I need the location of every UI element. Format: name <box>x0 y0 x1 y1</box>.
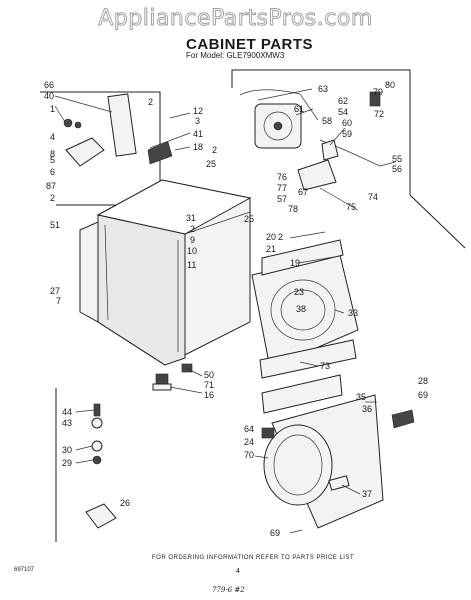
callout-66: 66 <box>44 80 54 90</box>
callout-64: 64 <box>244 424 254 434</box>
callout-51: 51 <box>50 220 60 230</box>
callout-20: 20 <box>266 232 276 242</box>
callout-4: 4 <box>50 132 55 142</box>
callout-30: 30 <box>62 445 72 455</box>
callout-19: 19 <box>290 258 300 268</box>
callout-12: 12 <box>193 106 203 116</box>
callout-25: 25 <box>206 159 216 169</box>
callout-74: 74 <box>368 192 378 202</box>
callout-87: 87 <box>46 181 56 191</box>
callout-23: 23 <box>294 287 304 297</box>
callout-70: 70 <box>244 450 254 460</box>
callout-6: 6 <box>50 167 55 177</box>
inset-frame <box>231 69 466 249</box>
callout-31: 31 <box>186 213 196 223</box>
callout-72: 72 <box>374 109 384 119</box>
toe-panel <box>259 339 357 414</box>
callout-2c: 2 <box>212 145 217 155</box>
callout-60: 60 <box>342 118 352 128</box>
callout-67: 67 <box>298 187 308 197</box>
callout-5: 5 <box>50 155 55 165</box>
callout-79: 79 <box>373 87 383 97</box>
motor-assembly <box>239 89 396 191</box>
top-left-brackets <box>63 93 173 167</box>
callout-80: 80 <box>385 80 395 90</box>
callout-9: 9 <box>190 235 195 245</box>
callout-10: 10 <box>187 246 197 256</box>
callout-2d: 2 <box>190 224 195 234</box>
callout-43: 43 <box>62 418 72 428</box>
callout-8: 8 <box>50 149 55 159</box>
callout-63: 63 <box>318 84 328 94</box>
callout-2: 2 <box>148 97 153 107</box>
callout-21: 21 <box>266 244 276 254</box>
watermark: AppliancePartsPros.com <box>98 6 373 32</box>
callout-2e: 2 <box>278 232 283 242</box>
page-title: CABINET PARTS <box>186 36 314 53</box>
callout-44: 44 <box>62 407 72 417</box>
callout-38: 38 <box>296 304 306 314</box>
callout-55: 55 <box>392 154 402 164</box>
callout-25b: 25 <box>244 214 254 224</box>
callout-26: 26 <box>120 498 130 508</box>
door-assembly <box>261 394 415 529</box>
callout-75: 75 <box>346 202 356 212</box>
callout-3: 3 <box>195 116 200 126</box>
callout-76: 76 <box>277 172 287 182</box>
callout-73: 73 <box>320 361 330 371</box>
callout-40: 40 <box>44 91 54 101</box>
callout-33: 33 <box>348 308 358 318</box>
callout-35: 35 <box>356 392 366 402</box>
model-line: For Model: GLE7900XMW3 <box>186 51 285 60</box>
callout-69b: 69 <box>270 528 280 538</box>
callout-50: 50 <box>204 370 214 380</box>
callout-28: 28 <box>418 376 428 386</box>
callout-24: 24 <box>244 437 254 447</box>
callout-18: 18 <box>193 142 203 152</box>
callout-78: 78 <box>288 204 298 214</box>
callout-29: 29 <box>62 458 72 468</box>
callout-59: 59 <box>342 129 352 139</box>
callout-7: 7 <box>56 296 61 306</box>
callout-41: 41 <box>193 129 203 139</box>
callout-27: 27 <box>50 286 60 296</box>
callout-36: 36 <box>362 404 372 414</box>
callout-1: 1 <box>50 104 55 114</box>
callout-37: 37 <box>362 489 372 499</box>
leader-lines <box>54 88 377 534</box>
callout-2b: 2 <box>50 193 55 203</box>
callout-62: 62 <box>338 96 348 106</box>
callout-71: 71 <box>204 380 214 390</box>
callout-57: 57 <box>277 194 287 204</box>
ordering-info: FOR ORDERING INFORMATION REFER TO PARTS … <box>152 555 355 561</box>
callout-77: 77 <box>277 183 287 193</box>
callout-54: 54 <box>338 107 348 117</box>
handwritten-note: 779-6 #2 <box>212 586 245 594</box>
lower-left-parts <box>85 403 117 529</box>
callout-11: 11 <box>187 260 196 270</box>
callout-69: 69 <box>418 390 428 400</box>
doc-number: 697107 <box>14 567 35 573</box>
callout-numbers: 66 40 1 3 12 2 41 18 4 5 6 8 87 2 2 25 5… <box>44 80 428 538</box>
cabinet-body <box>79 179 252 366</box>
callout-61: 61 <box>294 104 304 114</box>
callout-56: 56 <box>392 164 402 174</box>
callout-58: 58 <box>322 116 332 126</box>
page-number: 4 <box>236 568 240 575</box>
callout-16: 16 <box>204 390 214 400</box>
